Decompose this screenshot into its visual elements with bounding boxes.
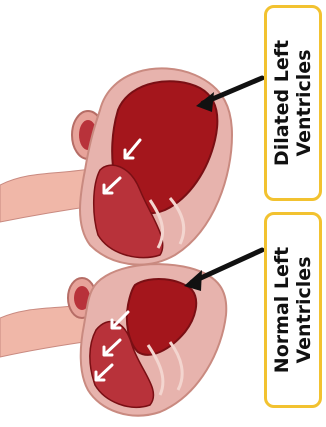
dilated-label-line1: Dilated Left [271,40,293,166]
dilated-label-line2: Ventricles [293,40,315,166]
dilated-label: Dilated Left Ventricles [271,40,315,166]
normal-label-box: Normal Left Ventricles [264,212,322,408]
dilated-heart-illustration [0,68,232,264]
normal-label-line1: Normal Left [271,247,293,373]
normal-label-line2: Ventricles [293,247,315,373]
normal-label: Normal Left Ventricles [271,247,315,373]
dilated-label-box: Dilated Left Ventricles [264,5,322,201]
